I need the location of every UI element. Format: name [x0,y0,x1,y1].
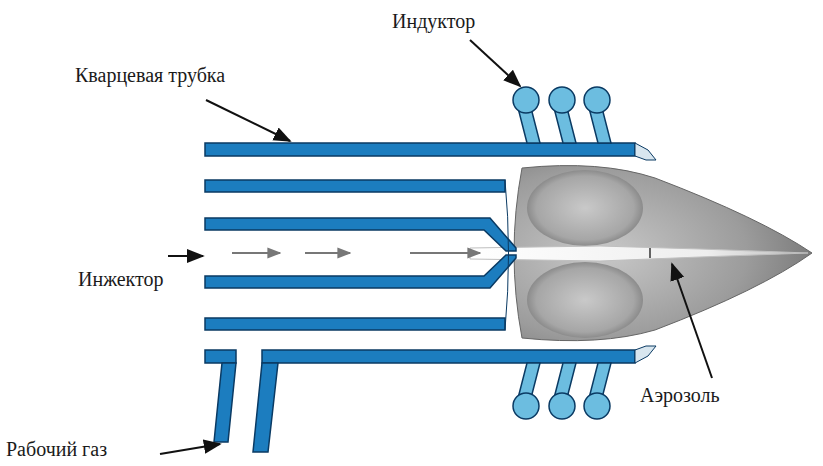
gas-label: Рабочий газ [6,438,107,460]
inductor-label: Индуктор [392,10,475,32]
injector-label: Инжектор [78,268,164,290]
aerosol-label: Аэрозоль [640,384,720,406]
tube-label: Кварцевая трубка [75,64,225,86]
